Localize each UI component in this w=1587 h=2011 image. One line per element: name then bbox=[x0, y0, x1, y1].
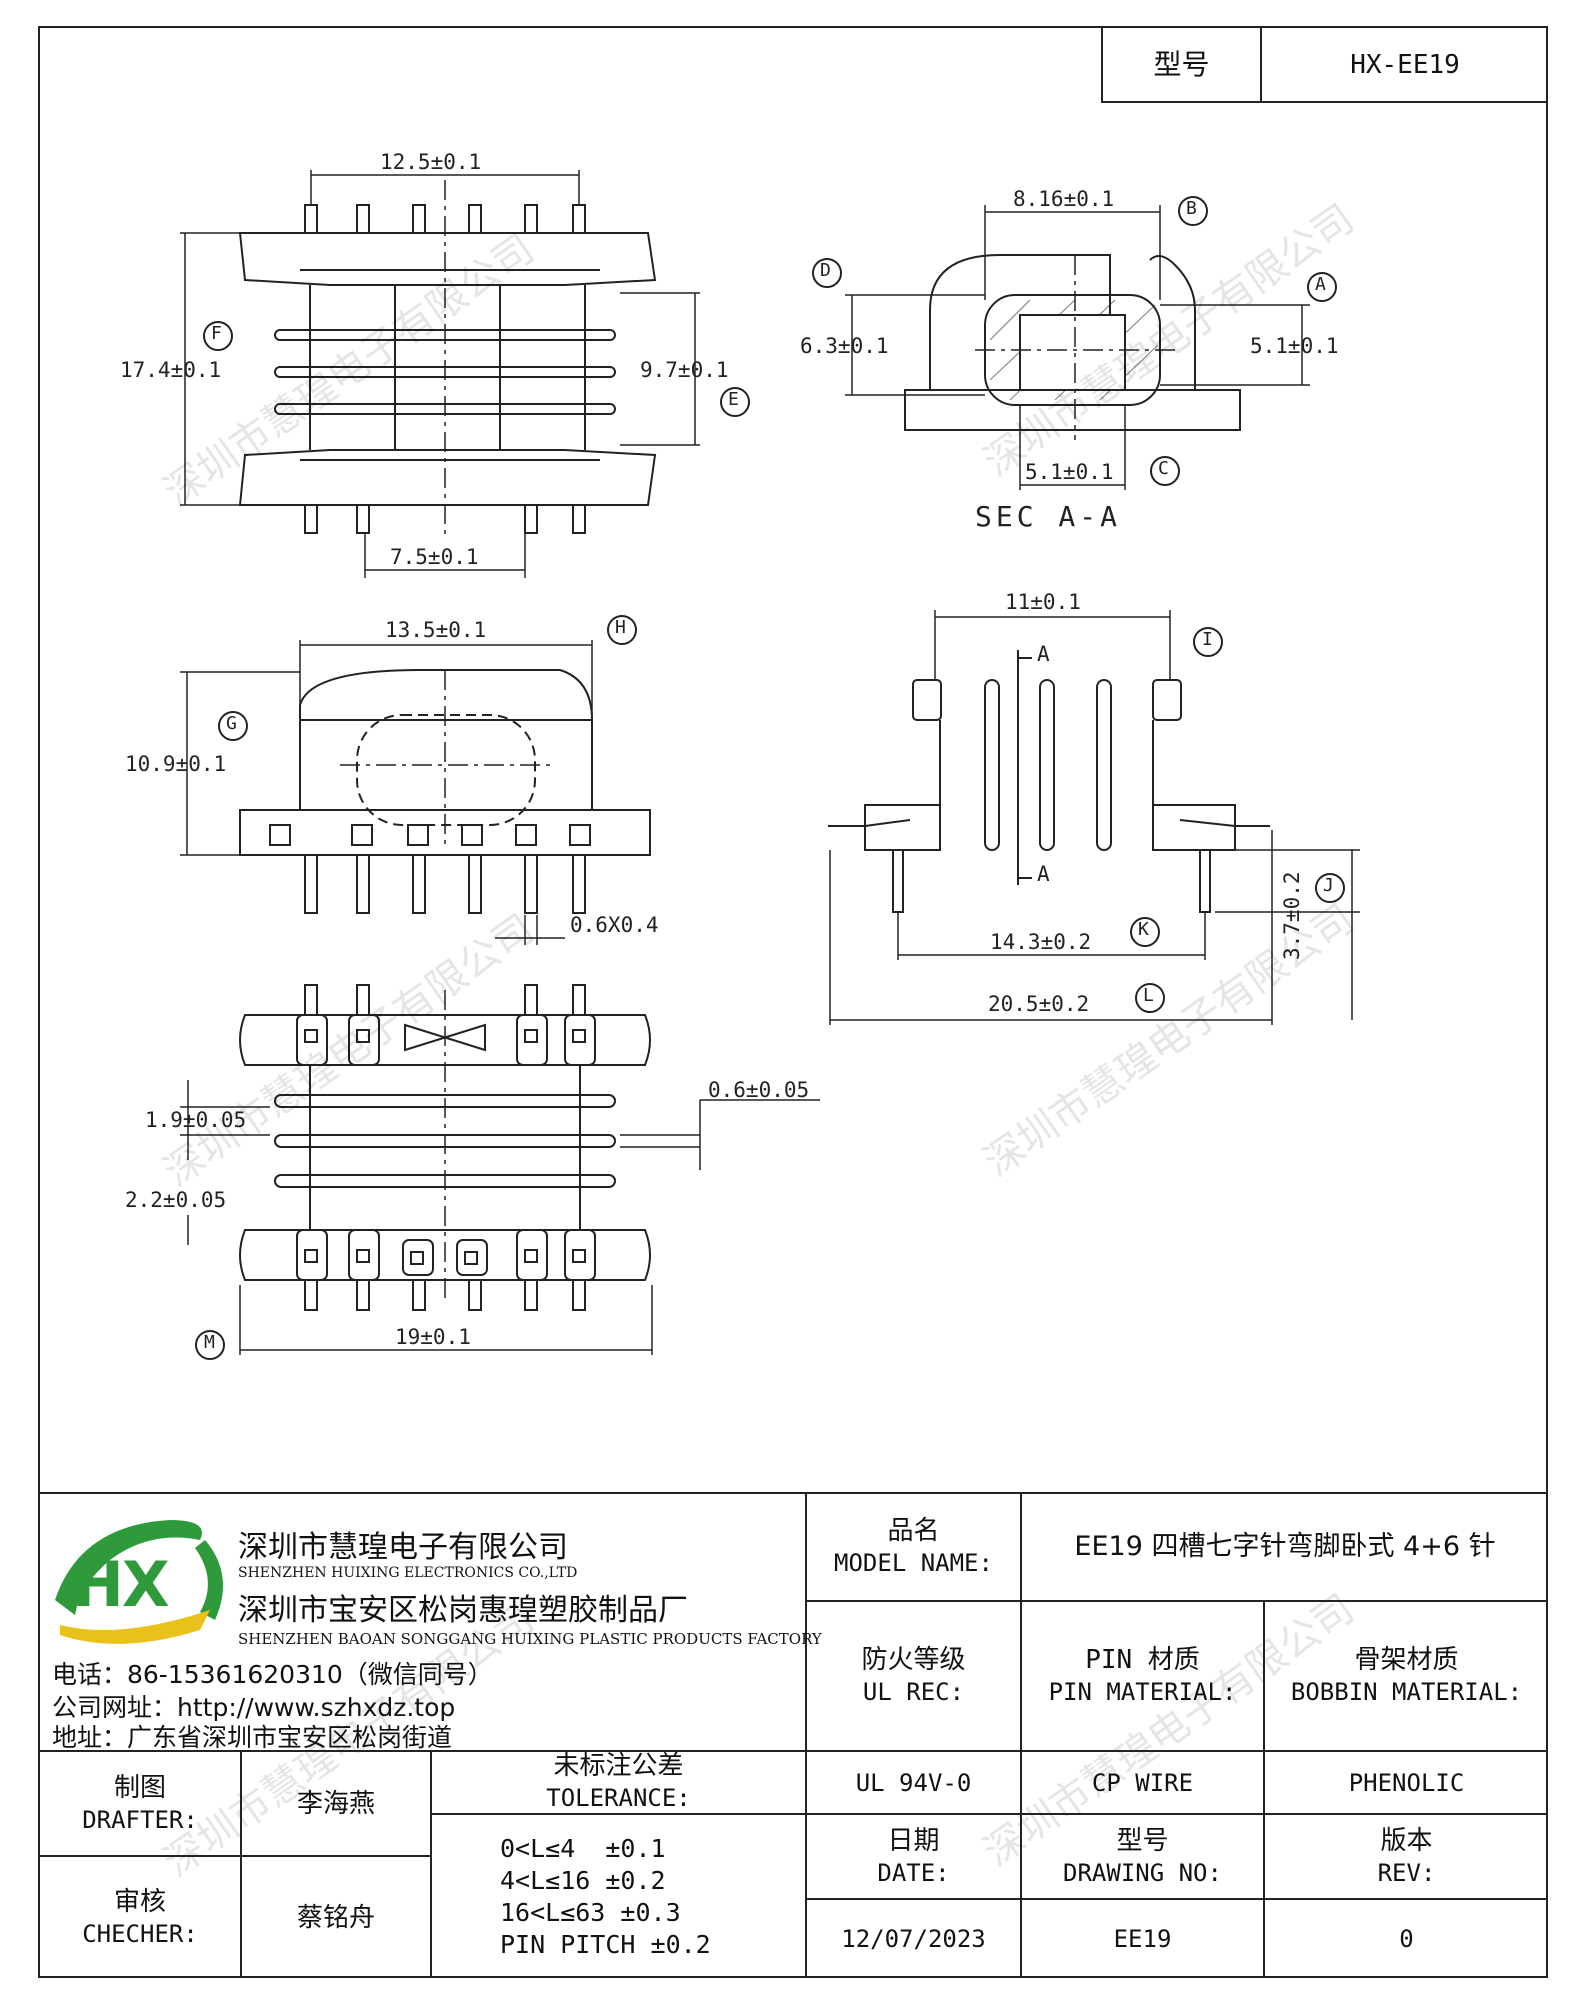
dim-section-bottom: 5.1±0.1 bbox=[1025, 460, 1114, 484]
model-name-en: MODEL NAME: bbox=[834, 1549, 993, 1577]
factory-name-cn: 深圳市宝安区松岗惠瑝塑胶制品厂 bbox=[238, 1593, 688, 1628]
tolerance-label: 未标注公差 TOLERANCE: bbox=[432, 1751, 805, 1812]
side-view bbox=[828, 610, 1360, 1025]
dim-front-width: 13.5±0.1 bbox=[385, 618, 487, 642]
dimension-labels: 12.5±0.1 17.4±0.1 F 9.7±0.1 E 7.5±0.1 8.… bbox=[120, 150, 1339, 1353]
pin-material-label: PIN 材质 PIN MATERIAL: bbox=[1022, 1602, 1263, 1750]
model-name-cn: 品名 bbox=[887, 1516, 940, 1546]
tolerance-line: 4<L≤16 ±0.2 bbox=[500, 1865, 666, 1895]
company-logo bbox=[55, 1520, 223, 1644]
label-e: E bbox=[728, 389, 739, 410]
section-mark-top: A bbox=[1037, 642, 1050, 666]
drawing-no-cn: 型号 bbox=[1116, 1825, 1169, 1856]
dim-side-pin-span: 14.3±0.2 bbox=[990, 930, 1092, 954]
dim-inner: 9.7±0.1 bbox=[640, 358, 729, 382]
company-phone: 电话：86-15361620310（微信同号） bbox=[52, 1660, 493, 1689]
company-website: 公司网址：http://www.szhxdz.top bbox=[52, 1693, 456, 1722]
dim-front-height: 10.9±0.1 bbox=[125, 752, 227, 776]
dim-bottom-width: 19±0.1 bbox=[395, 1325, 471, 1349]
date-value: 12/07/2023 bbox=[841, 1925, 986, 1953]
rev-cn: 版本 bbox=[1380, 1825, 1433, 1856]
drafter-label: 制图 DRAFTER: bbox=[40, 1752, 240, 1855]
ul-cn: 防火等级 bbox=[861, 1645, 966, 1675]
checker-value: 蔡铭舟 bbox=[296, 1902, 375, 1933]
company-name-cn: 深圳市慧瑝电子有限公司 bbox=[238, 1530, 568, 1565]
label-l: L bbox=[1143, 985, 1154, 1006]
label-d: D bbox=[820, 260, 831, 281]
checker-label: 审核 CHECHER: bbox=[40, 1857, 240, 1978]
rev-value: 0 bbox=[1399, 1925, 1414, 1953]
label-f: F bbox=[211, 323, 222, 344]
tolerance-cn: 未标注公差 bbox=[553, 1751, 684, 1781]
bottom-view bbox=[180, 984, 820, 1360]
label-m: M bbox=[204, 1332, 215, 1353]
header-model-label: 型号 bbox=[1153, 47, 1210, 81]
pin-material-cn: PIN 材质 bbox=[1085, 1645, 1200, 1675]
section-a-a bbox=[812, 196, 1337, 490]
tolerance-line: 0<L≤4 ±0.1 bbox=[500, 1833, 666, 1863]
drawing-no-value: EE19 bbox=[1113, 1925, 1172, 1953]
dim-section-height-d: 6.3±0.1 bbox=[800, 334, 889, 358]
factory-name-en: SHENZHEN BAOAN SONGGANG HUIXING PLASTIC … bbox=[238, 1630, 822, 1648]
company-name-en: SHENZHEN HUIXING ELECTRONICS CO.,LTD bbox=[238, 1565, 578, 1581]
label-a: A bbox=[1315, 274, 1326, 295]
label-i: I bbox=[1202, 629, 1213, 650]
model-name-label: 品名 MODEL NAME: bbox=[807, 1494, 1020, 1600]
section-mark-bottom: A bbox=[1037, 862, 1050, 886]
company-address: 地址：广东省深圳市宝安区松岗街道 bbox=[52, 1723, 453, 1752]
bobbin-material-label: 骨架材质 BOBBIN MATERIAL: bbox=[1265, 1602, 1548, 1750]
date-cn: 日期 bbox=[887, 1825, 940, 1856]
dim-slot-a: 1.9±0.05 bbox=[145, 1108, 247, 1132]
drafter-value: 李海燕 bbox=[296, 1788, 375, 1819]
dim-section-height-a: 5.1±0.1 bbox=[1250, 334, 1339, 358]
tolerance-line: 16<L≤63 ±0.3 bbox=[500, 1897, 681, 1927]
ul-value: UL 94V-0 bbox=[855, 1768, 972, 1797]
label-j: J bbox=[1323, 875, 1334, 896]
section-caption: SEC A-A bbox=[975, 500, 1122, 533]
drawing-no-en: DRAWING NO: bbox=[1063, 1858, 1222, 1887]
drafter-cn: 制图 bbox=[113, 1772, 166, 1803]
pin-material-value: CP WIRE bbox=[1091, 1768, 1194, 1797]
top-view bbox=[180, 170, 750, 578]
bobbin-material-en: BOBBIN MATERIAL: bbox=[1290, 1678, 1523, 1706]
checker-en: CHECHER: bbox=[82, 1919, 198, 1948]
tolerance-line: PIN PITCH ±0.2 bbox=[500, 1929, 711, 1959]
drafter-en: DRAFTER: bbox=[82, 1805, 198, 1834]
drawing-frame bbox=[38, 26, 1548, 1978]
dim-bottom-pin-span: 7.5±0.1 bbox=[390, 545, 479, 569]
checker-cn: 审核 bbox=[113, 1886, 166, 1917]
dim-pin-size: 0.6X0.4 bbox=[570, 913, 659, 937]
ul-en: UL REC: bbox=[862, 1678, 965, 1706]
pin-material-en: PIN MATERIAL: bbox=[1048, 1678, 1237, 1706]
rev-en: REV: bbox=[1377, 1858, 1436, 1887]
dim-height: 17.4±0.1 bbox=[120, 358, 222, 382]
model-name-value: EE19 四槽七字针弯脚卧式 4+6 针 bbox=[1074, 1531, 1496, 1562]
label-g: G bbox=[226, 713, 237, 734]
front-view bbox=[180, 615, 651, 945]
dim-section-width: 8.16±0.1 bbox=[1013, 187, 1115, 211]
dim-slot-b: 2.2±0.05 bbox=[125, 1188, 227, 1212]
drawing-no-label: 型号 DRAWING NO: bbox=[1022, 1815, 1263, 1898]
label-b: B bbox=[1186, 198, 1197, 219]
dim-side-width: 11±0.1 bbox=[1005, 590, 1081, 614]
bobbin-material-value: PHENOLIC bbox=[1348, 1768, 1465, 1797]
rev-label: 版本 REV: bbox=[1265, 1815, 1548, 1898]
bobbin-material-cn: 骨架材质 bbox=[1354, 1645, 1459, 1675]
dim-pin-span: 12.5±0.1 bbox=[380, 150, 482, 174]
tolerance-en: TOLERANCE: bbox=[546, 1784, 691, 1812]
label-h: H bbox=[615, 617, 626, 638]
header-model-value: HX-EE19 bbox=[1350, 49, 1460, 80]
label-c: C bbox=[1158, 458, 1169, 479]
date-en: DATE: bbox=[877, 1858, 950, 1887]
tolerance-list: 0<L≤4 ±0.1 4<L≤16 ±0.2 16<L≤63 ±0.3 PIN … bbox=[500, 1815, 800, 1978]
dim-side-overall: 20.5±0.2 bbox=[988, 992, 1090, 1016]
ul-label: 防火等级 UL REC: bbox=[807, 1602, 1020, 1750]
dim-flange: 0.6±0.05 bbox=[708, 1078, 810, 1102]
date-label: 日期 DATE: bbox=[807, 1815, 1020, 1898]
dim-side-pin-length: 3.7±0.2 bbox=[1280, 871, 1304, 960]
label-k: K bbox=[1138, 919, 1149, 940]
logo-letters: HX bbox=[72, 1548, 170, 1621]
